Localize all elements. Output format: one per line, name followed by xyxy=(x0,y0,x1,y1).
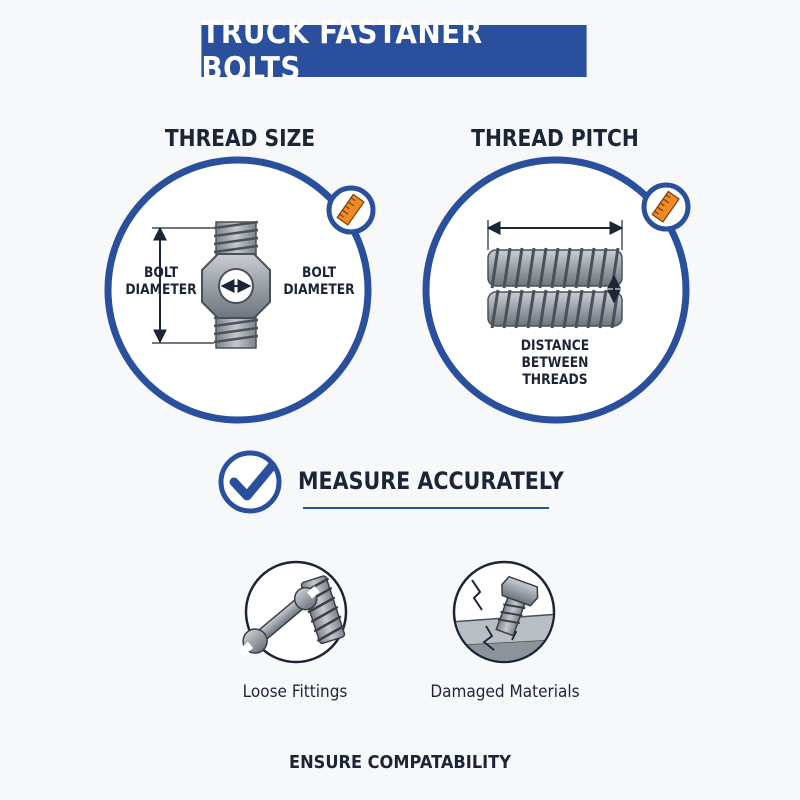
title-banner: TRUCK FASTANER BOLTS xyxy=(201,15,587,87)
footer-text: ENSURE COMPATABILITY xyxy=(289,752,511,773)
ruler-icon xyxy=(641,182,691,232)
threaded-rod-upper xyxy=(487,247,623,289)
damaged-materials-caption: Damaged Materials xyxy=(430,682,580,702)
ruler-icon xyxy=(326,185,376,235)
bolt-side-view xyxy=(201,220,271,349)
thread-size-heading: THREAD SIZE xyxy=(164,126,316,152)
loose-fittings-caption: Loose Fittings xyxy=(242,682,348,702)
checkmark-icon xyxy=(218,450,282,514)
page-title: TRUCK FASTANER BOLTS xyxy=(201,15,483,87)
wrench-bolt-icon xyxy=(238,560,348,664)
measure-accurately-label: MEASURE ACCURATELY xyxy=(298,467,564,495)
thread-pitch-heading: THREAD PITCH xyxy=(471,126,639,152)
thread-size-diagram xyxy=(104,156,376,424)
measure-underline xyxy=(303,507,549,509)
broken-surface-bolt-icon xyxy=(452,560,556,664)
thread-pitch-diagram xyxy=(422,156,691,424)
threaded-rod-lower xyxy=(487,289,623,329)
